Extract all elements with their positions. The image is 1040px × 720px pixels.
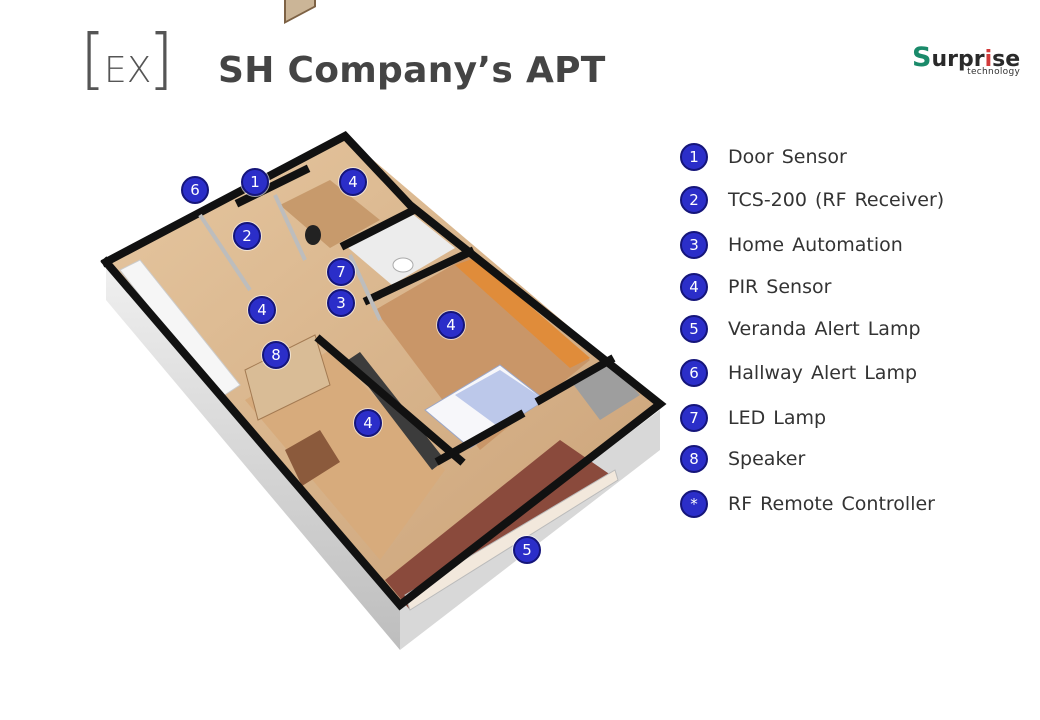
logo-wordmark: Surprise [912, 42, 1021, 73]
legend-marker: 5 [680, 315, 708, 343]
legend-item: * RF Remote Controller [680, 488, 935, 520]
page-title: SH Company’s APT [218, 50, 606, 91]
bathroom-floor [345, 212, 455, 285]
sofa [285, 430, 340, 486]
legend-label: Home Automation [728, 234, 903, 256]
interior-walls [100, 131, 667, 611]
sliding-doors [244, 334, 331, 421]
legend-item: 7 LED Lamp [680, 402, 826, 434]
legend-marker: 8 [680, 445, 708, 473]
title-bracket-close: ] [148, 20, 174, 97]
legend-label: LED Lamp [728, 407, 827, 429]
outer-wall-left [106, 262, 400, 650]
legend-item: 1 Door Sensor [680, 141, 847, 173]
legend-marker: 3 [680, 231, 708, 259]
legend-label: Door Sensor [728, 146, 847, 168]
marker-led-lamp: 7 [327, 258, 355, 286]
chair [305, 225, 321, 245]
windows [284, 0, 316, 24]
legend-label: RF Remote Controller [728, 493, 935, 515]
marker-home-automation: 3 [327, 289, 355, 317]
legend-item: 6 Hallway Alert Lamp [680, 357, 917, 389]
study-floor [280, 180, 380, 248]
legend-label: Hallway Alert Lamp [728, 362, 918, 384]
legend-marker: 6 [680, 359, 708, 387]
marker-pir-sensor-study: 4 [339, 168, 367, 196]
marker-hallway-alert-lamp: 6 [181, 176, 209, 204]
toilet [392, 257, 414, 273]
title-bracket-open: [ [80, 20, 106, 97]
marker-pir-sensor-bedroom: 4 [437, 311, 465, 339]
marker-veranda-alert-lamp: 5 [513, 536, 541, 564]
legend-item: 8 Speaker [680, 443, 805, 475]
legend-label: PIR Sensor [728, 276, 832, 298]
title-tag: EX [104, 50, 152, 91]
legend-item: 5 Veranda Alert Lamp [680, 313, 921, 345]
marker-rf-receiver: 2 [233, 222, 261, 250]
marker-pir-sensor-hall: 4 [248, 296, 276, 324]
legend-label: Veranda Alert Lamp [728, 318, 921, 340]
legend-label: Speaker [728, 448, 806, 470]
legend-marker: 2 [680, 186, 708, 214]
marker-speaker: 8 [262, 341, 290, 369]
logo-subtitle: technology [967, 67, 1021, 77]
legend-marker: 7 [680, 404, 708, 432]
legend-item: 2 TCS-200 (RF Receiver) [680, 184, 944, 216]
legend-marker: 1 [680, 143, 708, 171]
company-logo: Surprise technology [912, 44, 1020, 77]
legend-item: 4 PIR Sensor [680, 271, 831, 303]
legend-item: 3 Home Automation [680, 229, 903, 261]
marker-door-sensor: 1 [241, 168, 269, 196]
legend-marker: 4 [680, 273, 708, 301]
veranda-railing [404, 469, 619, 611]
legend-label: TCS-200 (RF Receiver) [728, 189, 945, 211]
marker-pir-sensor-living: 4 [354, 409, 382, 437]
wardrobe [455, 258, 590, 368]
partition-walls [198, 194, 382, 321]
legend-marker: * [680, 490, 708, 518]
